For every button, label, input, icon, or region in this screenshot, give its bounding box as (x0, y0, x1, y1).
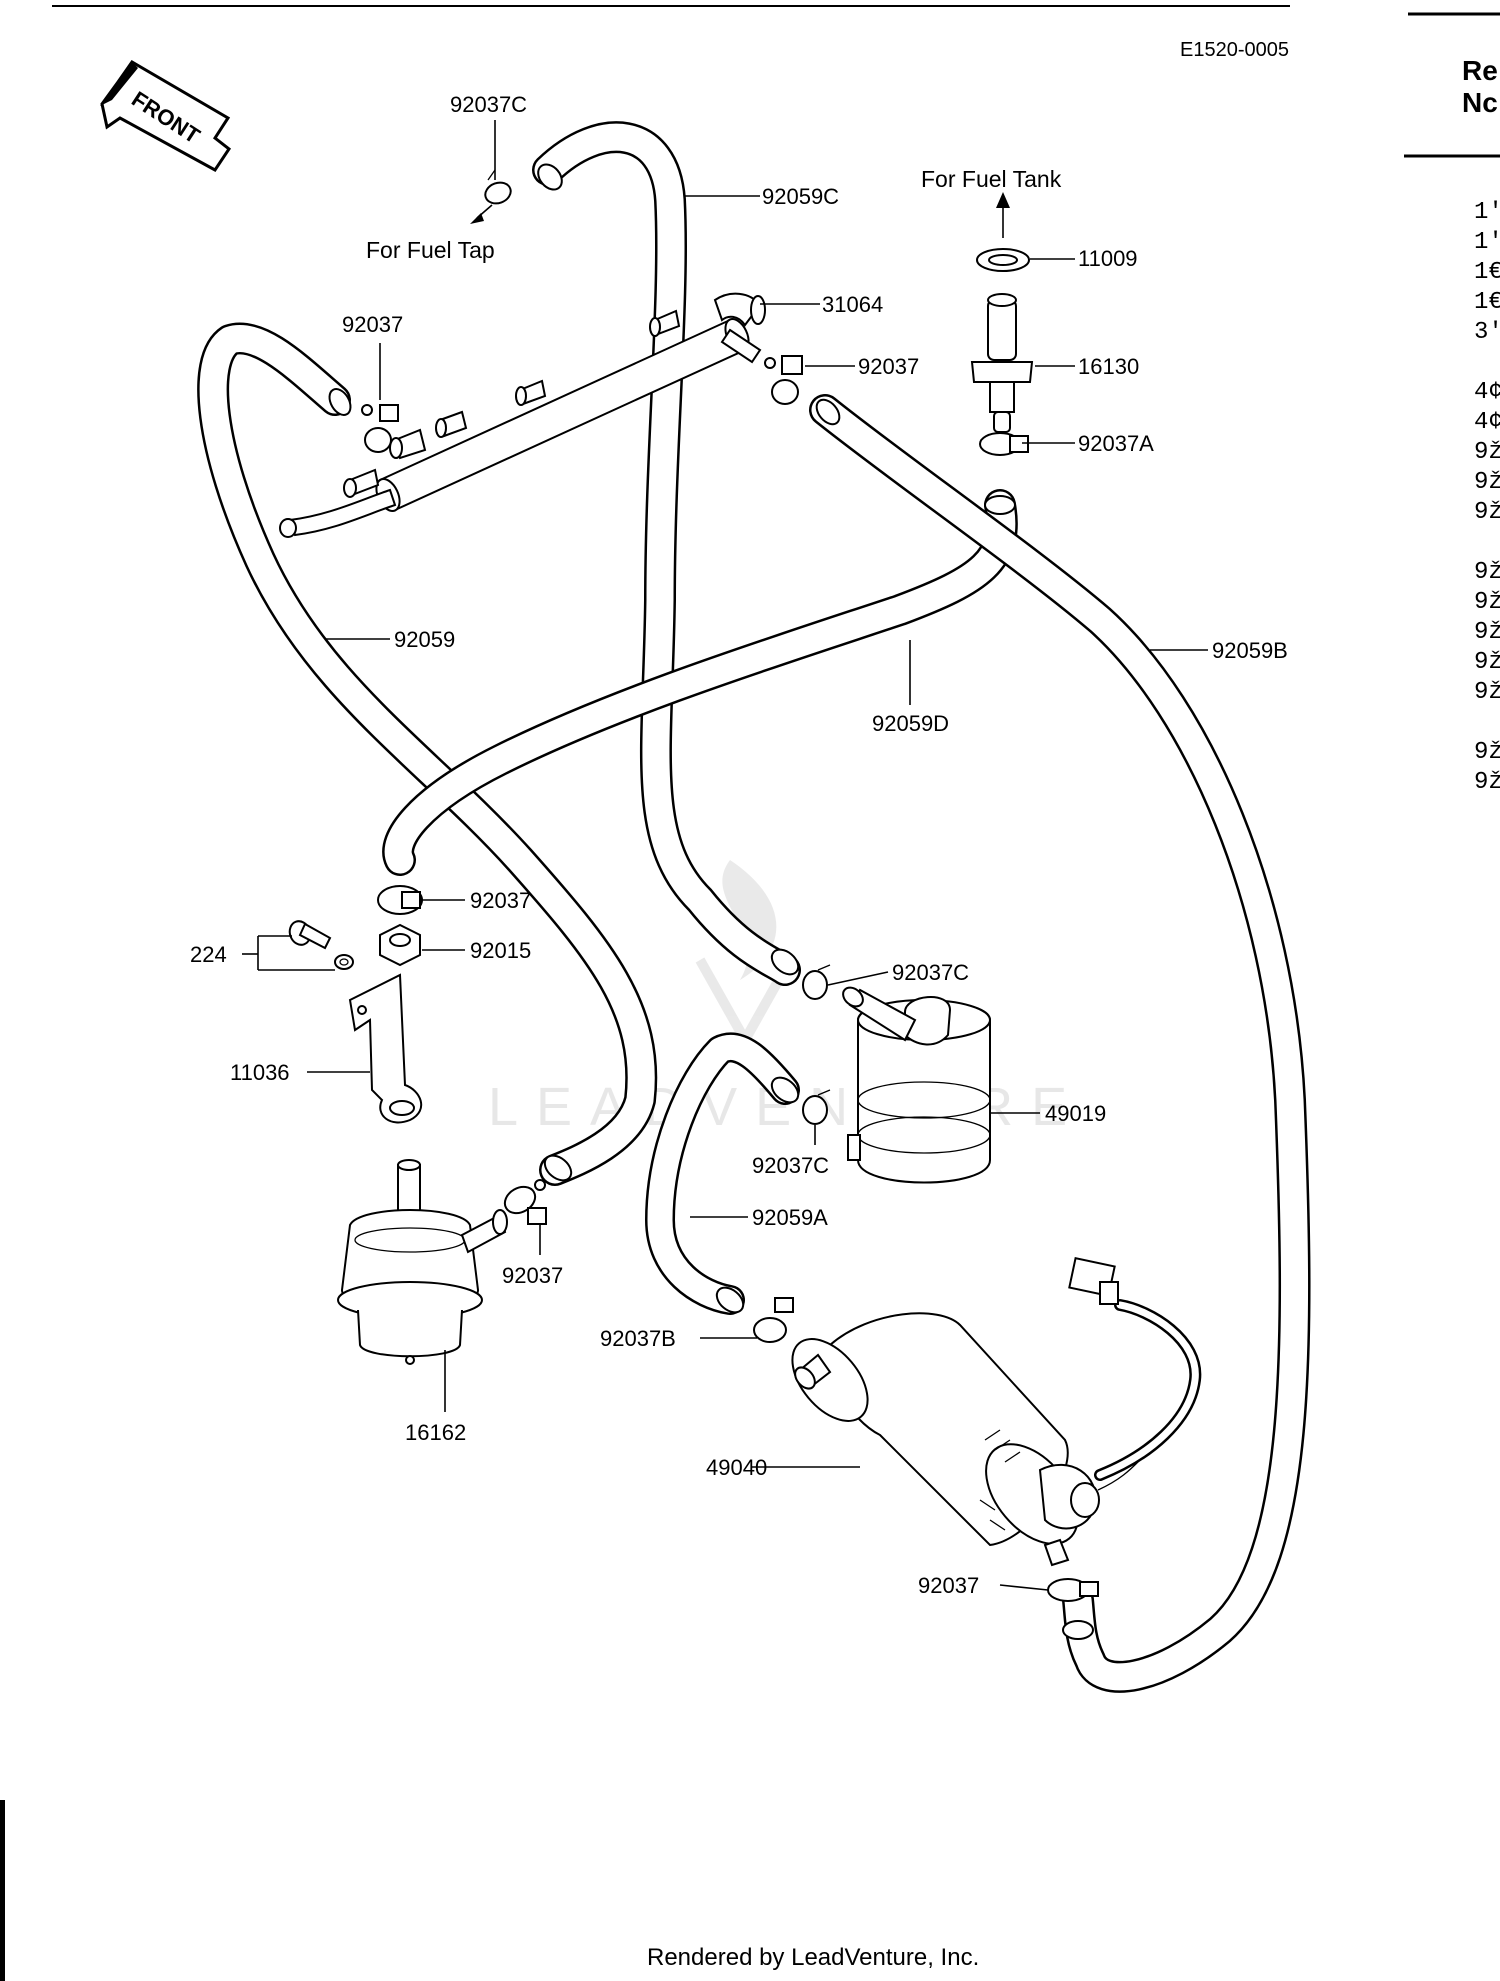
nut-92015 (379, 923, 421, 967)
callout-11009: 11009 (1078, 246, 1138, 271)
hose-end-92059C-lower (770, 948, 800, 976)
ref-number: 9ž (1474, 589, 1500, 616)
ref-number: 9ž (1474, 559, 1500, 586)
bracket-11036 (348, 973, 423, 1124)
clamp-92037C-low (802, 1089, 831, 1125)
callout-92037C-low: 92037C (752, 1153, 829, 1178)
hose-end-left (328, 388, 352, 416)
clamp-92037C-top (470, 169, 512, 224)
callout-11036: 11036 (230, 1060, 290, 1085)
callout-92037A: 92037A (1078, 431, 1154, 456)
clamp-92037A (979, 432, 1029, 456)
hose-end-fuel-tap (537, 163, 563, 191)
hose-92059D (382, 489, 1018, 876)
callout-92059: 92059 (394, 627, 455, 652)
footer-credit: Rendered by LeadVenture, Inc. (647, 1944, 979, 1971)
hose-end-92059D (984, 495, 1016, 515)
pump-wiring (1068, 1256, 1202, 1491)
ref-number: 9ž (1474, 469, 1500, 496)
callout-92037-pump: 92037 (918, 1573, 979, 1598)
regulator-16162 (337, 1159, 508, 1365)
callout-16162: 16162 (405, 1420, 466, 1445)
ref-number: 9ž (1474, 439, 1500, 466)
hose-92059A (645, 1032, 800, 1315)
callout-16130: 16130 (1078, 354, 1139, 379)
callout-92037-mid: 92037 (470, 888, 531, 913)
hose-92059C (532, 121, 801, 986)
ref-number: 1′ (1474, 229, 1500, 256)
diagram-code: E1520-0005 (1180, 39, 1289, 61)
leader-lines (242, 120, 1208, 1591)
callout-224: 224 (190, 942, 227, 967)
filter-49019 (842, 986, 991, 1184)
callout-92037C-mid: 92037C (892, 960, 969, 985)
arrow-up-icon (996, 192, 1010, 238)
callout-92037C-top: 92037C (450, 92, 527, 117)
ref-number: 9ž (1474, 499, 1500, 526)
ref-number: 1€ (1474, 259, 1500, 286)
hose-end-92059A-upper (770, 1076, 800, 1104)
caption-fuel-tank: For Fuel Tank (921, 166, 1062, 192)
ref-header-line1: Re (1462, 55, 1498, 86)
hose-92059 (197, 322, 658, 1186)
washer-11009 (976, 248, 1030, 272)
callout-31064: 31064 (822, 292, 883, 317)
hose-end-92059-lower (543, 1154, 573, 1182)
ref-number: 3′ (1474, 319, 1500, 346)
callout-92015: 92015 (470, 938, 531, 963)
clamp-92037B (715, 1286, 794, 1343)
fitting-16130 (970, 293, 1034, 433)
ref-number: 9ž (1474, 619, 1500, 646)
reference-table-panel: Re Nc 1′ 1′ 1€ 1€ 3′ 4¢ 4¢ 9ž 9ž 9ž 9ž 9… (1404, 12, 1500, 796)
clamp-92037-regulator (503, 1179, 547, 1225)
ref-number: 4¢ (1474, 409, 1500, 436)
clamp-92037C-mid (802, 964, 831, 1000)
front-arrow-icon: FRONT (100, 60, 232, 172)
ref-number: 9ž (1474, 769, 1500, 796)
callout-49040: 49040 (706, 1455, 767, 1480)
ref-number: 9ž (1474, 739, 1500, 766)
ref-header-line2: Nc (1462, 87, 1498, 118)
callout-92037-left: 92037 (342, 312, 403, 337)
left-margin-bar (0, 1800, 5, 1981)
callout-92059B: 92059B (1212, 638, 1288, 663)
clamp-92037-mid (377, 885, 423, 915)
callout-92037B: 92037B (600, 1326, 676, 1351)
callout-92037-right: 92037 (858, 354, 919, 379)
hose-end-92059B (815, 398, 841, 426)
fuel-rail (279, 292, 766, 538)
callout-92059D: 92059D (872, 711, 949, 736)
ref-number: 4¢ (1474, 379, 1500, 406)
fuel-pump-49040 (791, 1312, 1100, 1567)
caption-fuel-tap: For Fuel Tap (366, 237, 495, 263)
ref-number: 9ž (1474, 679, 1500, 706)
clamp-92037-rail-left (361, 404, 399, 453)
callout-92059A: 92059A (752, 1205, 828, 1230)
bolt-224 (288, 920, 354, 970)
hose-92059B (809, 394, 1311, 1693)
ref-number: 1′ (1474, 199, 1500, 226)
ref-number: 9ž (1474, 649, 1500, 676)
clamp-92037-rail-right (764, 355, 803, 405)
callout-49019: 49019 (1045, 1101, 1106, 1126)
callout-92059C: 92059C (762, 184, 839, 209)
ref-number: 1€ (1474, 289, 1500, 316)
callout-92037-regulator: 92037 (502, 1263, 563, 1288)
